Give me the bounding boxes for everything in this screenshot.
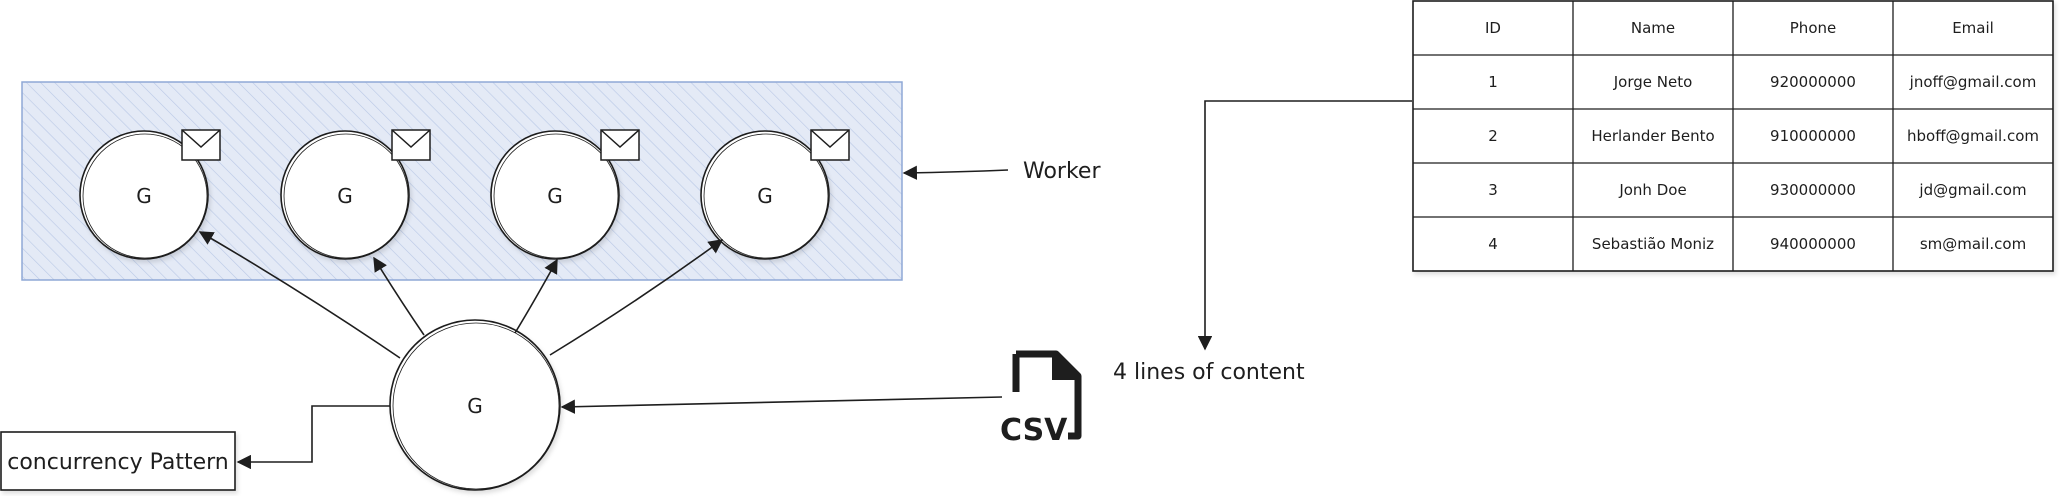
table-row: 3 Jonh Doe 930000000 jd@gmail.com: [1488, 181, 2026, 199]
table-cell: sm@mail.com: [1920, 235, 2026, 253]
main-node-label: G: [467, 394, 483, 418]
table-cell: 930000000: [1770, 181, 1856, 199]
worker-node: G: [700, 129, 850, 260]
csv-icon-label: CSV: [1000, 413, 1068, 448]
table-header-cell: ID: [1485, 19, 1501, 37]
table-cell: 4: [1488, 235, 1498, 253]
worker-node-label: G: [136, 184, 152, 208]
worker-node-label: G: [757, 184, 773, 208]
table-cell: 3: [1488, 181, 1498, 199]
table-row: 4 Sebastião Moniz 940000000 sm@mail.com: [1488, 235, 2026, 253]
main-node: G: [389, 319, 561, 491]
data-table: ID Name Phone Email 1 Jorge Neto 9200000…: [1412, 0, 2054, 272]
pattern-arrow: [236, 405, 390, 470]
envelope-icon: [181, 129, 221, 161]
table-cell: 940000000: [1770, 235, 1856, 253]
table-cell: Sebastião Moniz: [1592, 235, 1714, 253]
worker-label: Worker: [1023, 159, 1101, 184]
worker-node: G: [79, 129, 221, 260]
table-header-cell: Phone: [1790, 19, 1836, 37]
worker-node-label: G: [547, 184, 563, 208]
table-header-row: ID Name Phone Email: [1485, 19, 1994, 37]
table-cell: 920000000: [1770, 73, 1856, 91]
table-cell: jnoff@gmail.com: [1909, 73, 2037, 91]
table-header-cell: Name: [1631, 19, 1675, 37]
table-cell: Jorge Neto: [1613, 73, 1693, 91]
lines-of-content-label: 4 lines of content: [1113, 360, 1305, 385]
table-row: 2 Herlander Bento 910000000 hboff@gmail.…: [1488, 127, 2039, 145]
envelope-icon: [810, 129, 850, 161]
pattern-label: concurrency Pattern: [7, 450, 229, 475]
table-header-cell: Email: [1952, 19, 1994, 37]
fan-out-arrows: [198, 231, 724, 359]
worker-node: G: [280, 129, 431, 260]
worker-node-label: G: [337, 184, 353, 208]
table-cell: hboff@gmail.com: [1907, 127, 2039, 145]
csv-file-icon: CSV: [1000, 350, 1082, 448]
table-cell: 2: [1488, 127, 1498, 145]
envelope-icon: [600, 129, 640, 161]
worker-label-arrow: [902, 165, 1009, 180]
envelope-icon: [391, 129, 431, 161]
worker-node: G: [490, 129, 640, 260]
table-cell: Jonh Doe: [1618, 181, 1686, 199]
table-cell: jd@gmail.com: [1918, 181, 2026, 199]
pattern-box: concurrency Pattern: [0, 431, 236, 491]
table-cell: 1: [1488, 73, 1498, 91]
table-cell: Herlander Bento: [1591, 127, 1714, 145]
table-row: 1 Jorge Neto 920000000 jnoff@gmail.com: [1488, 73, 2036, 91]
csv-input-arrow: [560, 396, 1003, 414]
table-to-lines-arrow: [1197, 100, 1412, 351]
table-cell: 910000000: [1770, 127, 1856, 145]
